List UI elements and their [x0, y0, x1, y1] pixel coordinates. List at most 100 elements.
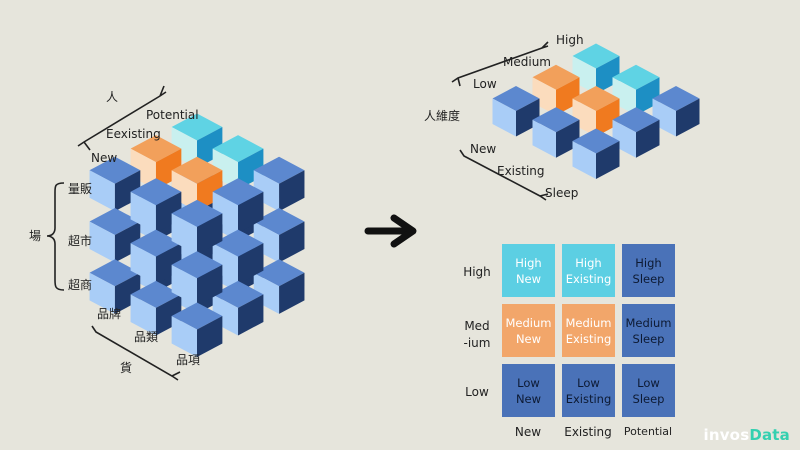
matrix-cell-segment: Existing [565, 271, 612, 286]
cube-right-face [238, 191, 264, 233]
left-cube [89, 113, 305, 358]
cube-top-face [212, 135, 264, 163]
people-level-new: New [91, 151, 117, 165]
matrix-cell-value: Medium [565, 315, 612, 330]
matrix-cell-value: Medium [505, 315, 552, 330]
goods-axis-title: 貨 [120, 360, 132, 375]
cube-top-face [212, 229, 264, 257]
cube-right-face [676, 98, 700, 137]
cube-block-blue [532, 107, 580, 158]
cube-left-face [572, 141, 596, 179]
cube-right-face [238, 243, 264, 285]
matrix-cell-value: High [515, 255, 542, 270]
right-people-axis-title: 人維度 [424, 108, 460, 123]
cube-block-orange [572, 86, 620, 137]
people-level-existing: Eexisting [106, 127, 161, 141]
logo-part-2: Data [749, 426, 790, 444]
goods-axis-brace [91, 325, 181, 381]
matrix-cell-value: Medium [625, 315, 672, 330]
place-level-3: 超商 [68, 277, 92, 292]
cube-left-face [171, 264, 197, 306]
cube-block-blue [612, 107, 660, 158]
right-people-level-sleep: Sleep [545, 186, 578, 200]
goods-level-1: 品牌 [97, 307, 121, 321]
cube-left-face [89, 170, 115, 212]
cube-block-blue [171, 302, 223, 358]
value-level-low: Low [473, 77, 497, 91]
cube-left-face [130, 243, 156, 285]
brand-logo: invosData [703, 426, 790, 444]
place-axis-title: 場 [29, 229, 41, 243]
cube-left-face [532, 119, 556, 158]
cube-right-face [197, 264, 223, 306]
cube-top-face [212, 280, 264, 308]
right-people-level-new: New [470, 142, 496, 156]
cube-left-face [130, 294, 156, 336]
value-level-medium: Medium [503, 55, 551, 69]
matrix-row-label: Low [465, 385, 489, 399]
right-cube [492, 43, 700, 179]
matrix-cell-segment: Sleep [632, 391, 665, 406]
matrix-row-label: Med -ium [463, 319, 491, 350]
place-axis-brace [46, 182, 65, 291]
cube-block-orange [130, 135, 182, 190]
cube-right-face [279, 170, 305, 212]
matrix-cell-value: Low [577, 375, 600, 390]
cube-right-face [238, 294, 264, 336]
cube-left-face [89, 221, 115, 263]
cube-block-blue [572, 128, 620, 179]
matrix-cell-segment: New [515, 331, 542, 346]
right-people-axis-brace [459, 149, 549, 201]
value-axis-brace [451, 41, 549, 87]
right-arrow-icon [364, 214, 417, 248]
cube-right-face [636, 119, 660, 158]
matrix-col-label: New [514, 425, 542, 439]
matrix-cell-value: High [575, 255, 602, 270]
matrix-cell-value: High [635, 255, 662, 270]
cube-block-blue [652, 86, 700, 137]
people-axis-title: 人 [106, 90, 118, 104]
place-level-1: 量販 [68, 182, 92, 196]
matrix-cell-segment: Sleep [632, 271, 665, 286]
matrix-cell-segment: New [515, 391, 542, 406]
cube-right-face [279, 221, 305, 263]
goods-level-2: 品類 [134, 330, 158, 344]
cube-left-face [171, 213, 197, 255]
cube-left-face [171, 316, 197, 358]
cube-block-blue [171, 199, 223, 255]
matrix-col-label: Existing [564, 425, 612, 439]
matrix-cell-value: Low [517, 375, 540, 390]
matrix-col-label: Potential [623, 425, 673, 438]
cube-top-face [212, 178, 264, 206]
cube-left-face [89, 272, 115, 314]
place-level-2: 超市 [68, 233, 92, 248]
cube-block-blue [89, 259, 141, 314]
goods-level-3: 品項 [176, 353, 200, 367]
logo-part-1: invos [703, 426, 750, 444]
matrix-cell-segment: New [515, 271, 542, 286]
cube-right-face [197, 213, 223, 255]
cube-block-cyan [171, 113, 223, 169]
cube-left-face [130, 191, 156, 233]
matrix-cell-segment: Existing [565, 331, 612, 346]
cube-right-face [197, 316, 223, 358]
value-level-high: High [556, 33, 584, 47]
people-level-potential: Potential [146, 108, 199, 122]
cube-block-blue [171, 251, 223, 306]
cube-block-blue [492, 86, 540, 137]
cube-left-face [492, 98, 516, 137]
right-people-level-existing: Existing [497, 164, 545, 178]
left-axis-labels: 人 Potential Eexisting New 場 量販 超市 超商 貨 品… [29, 85, 200, 381]
cube-right-face [596, 141, 620, 179]
